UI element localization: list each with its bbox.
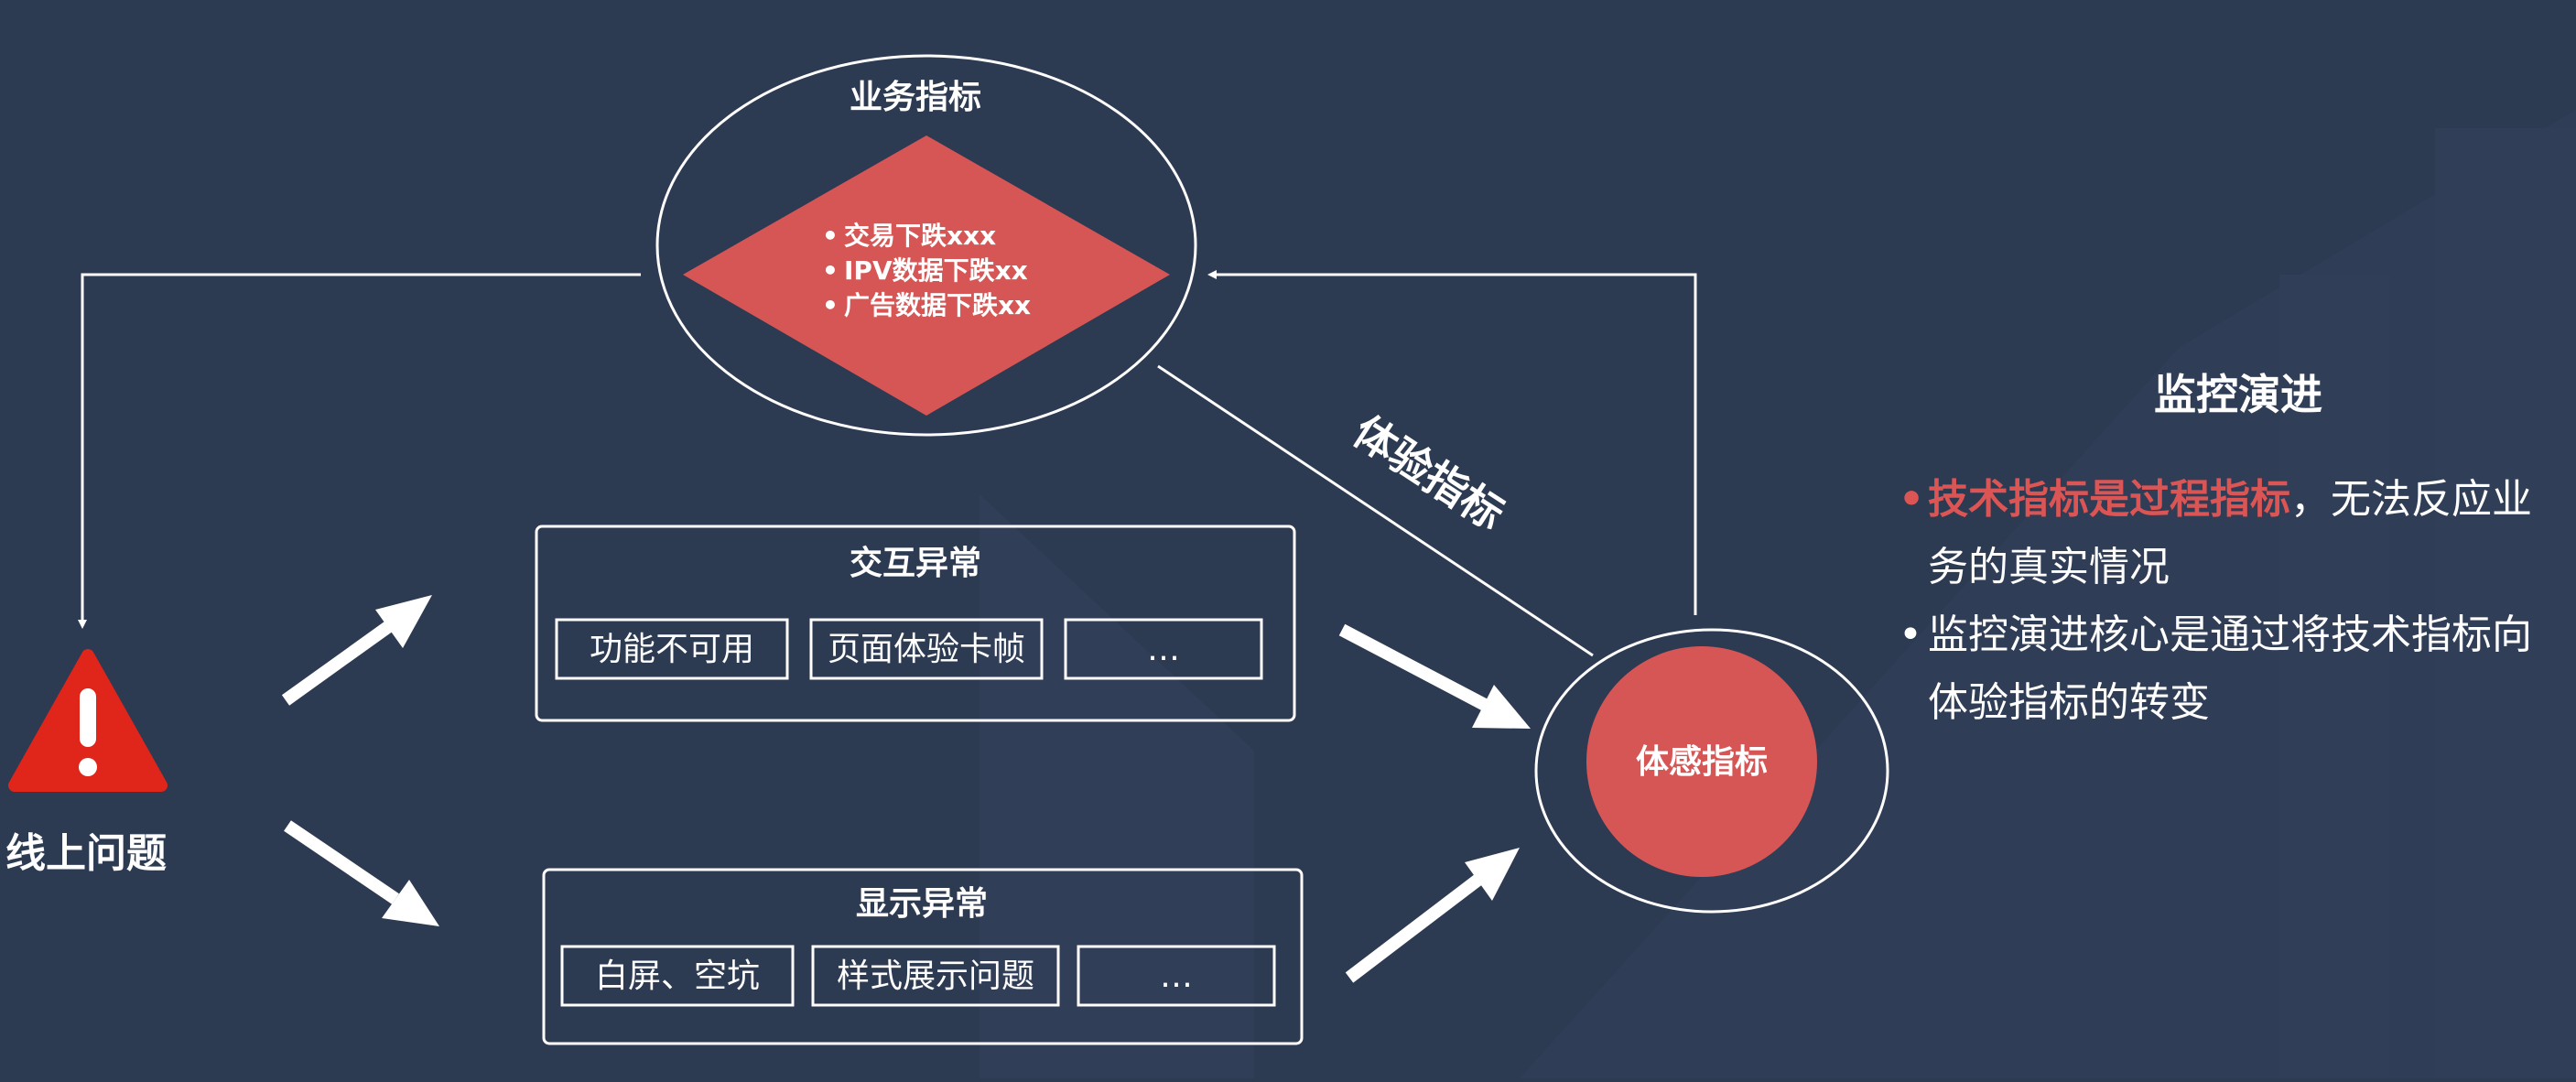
display-item: … (1160, 958, 1193, 995)
point-bullet: • (1899, 611, 1922, 658)
display-item: 样式展示问题 (837, 958, 1034, 995)
interaction-item-box (555, 618, 789, 680)
warning-icon (8, 649, 168, 792)
arrow-issue-to-interaction (281, 595, 432, 706)
perception-metric-node: 体感指标 (1534, 628, 1889, 914)
point-text: ，无法反应业务的真实情况 (1928, 476, 2532, 590)
display-item-box (811, 945, 1060, 1007)
business-bullet: • (822, 290, 839, 320)
display-item-box (560, 945, 795, 1007)
business-item: IPV数据下跌xx (844, 255, 1028, 286)
business-metric-node: 业务指标 • 交易下跌xxx • IPV数据下跌xx • 广告数据下跌xx (655, 54, 1197, 437)
display-item-box (1077, 945, 1276, 1007)
perception-metric-circle (1586, 646, 1817, 877)
interaction-item: 页面体验卡帧 (828, 631, 1025, 668)
arrow-interaction-to-perception (1338, 623, 1531, 729)
monitoring-evolution-panel: 监控演进 • 技术指标是过程指标，无法反应业务的真实情况 • 监控演进核心是通过… (1895, 362, 2554, 737)
interaction-item: … (1147, 631, 1180, 668)
experience-metric-label: 体验指标 (1345, 406, 1513, 540)
connector-business-to-perception (1157, 364, 1594, 657)
arrow-display-to-perception (1345, 848, 1520, 983)
panel-point: • 监控演进核心是通过将技术指标向体验指标的转变 (1895, 601, 2554, 737)
connector-business-to-issue (78, 273, 641, 629)
panel-title: 监控演进 (2154, 370, 2322, 419)
interaction-item-box (1064, 618, 1263, 680)
online-issue-node: 线上问题 (5, 649, 168, 877)
online-issue-label: 线上问题 (5, 830, 167, 877)
business-bullet: • (822, 255, 839, 286)
business-metric-title: 业务指标 (850, 79, 981, 116)
point-highlight: 技术指标是过程指标 (1928, 476, 2290, 523)
point-bullet: • (1899, 476, 1925, 523)
perception-metric-ellipse (1534, 628, 1889, 914)
display-anomaly-box: 显示异常 白屏、空坑 样式展示问题 … (542, 868, 1304, 1045)
business-metric-ellipse (655, 54, 1197, 437)
interaction-item-box (809, 618, 1044, 680)
display-item: 白屏、空坑 (595, 958, 760, 995)
interaction-anomaly-box: 交互异常 功能不可用 页面体验卡帧 … (535, 525, 1296, 722)
arrow-issue-to-display (284, 820, 439, 926)
display-anomaly-title: 显示异常 (856, 885, 988, 923)
business-metric-diamond (683, 135, 1170, 416)
panel-point: • 技术指标是过程指标，无法反应业务的真实情况 (1895, 466, 2554, 601)
business-item: 广告数据下跌xx (844, 290, 1031, 320)
point-text: 监控演进核心是通过将技术指标向体验指标的转变 (1928, 611, 2532, 726)
perception-metric-label: 体感指标 (1636, 743, 1768, 781)
business-item: 交易下跌xxx (844, 221, 996, 251)
connector-perception-to-business (1207, 270, 1697, 615)
business-bullet: • (822, 221, 839, 251)
interaction-item: 功能不可用 (590, 631, 754, 668)
interaction-anomaly-title: 交互异常 (850, 544, 981, 582)
